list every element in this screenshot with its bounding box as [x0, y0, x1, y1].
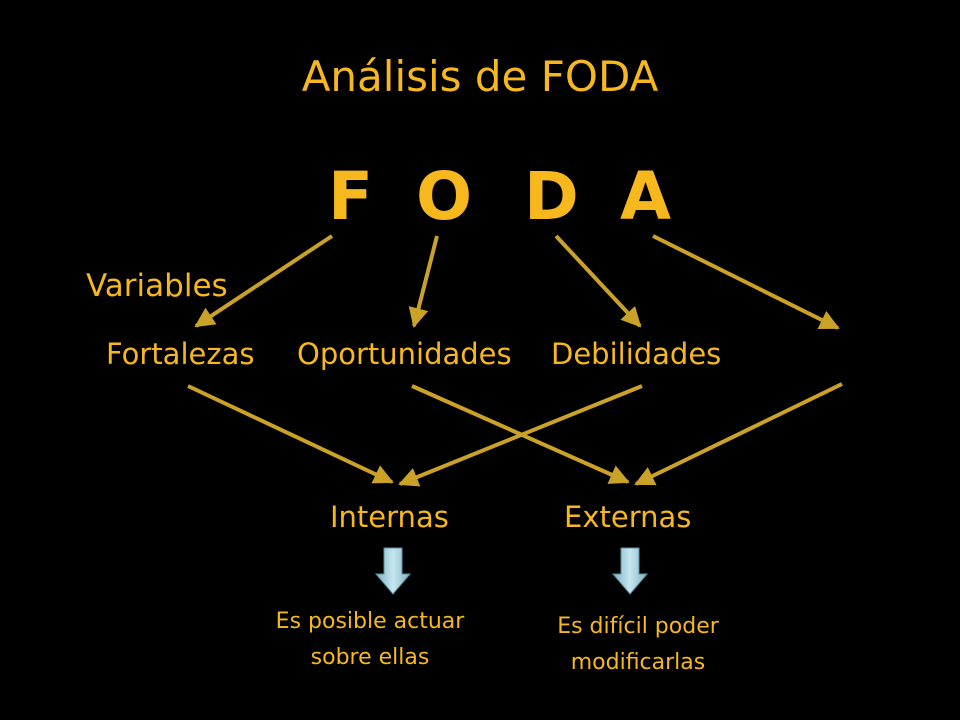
arrow-amenazas-to-externas: [634, 382, 843, 486]
note-externas-line2: modificarlas: [570, 650, 706, 675]
variable-oportunidades: Oportunidades: [297, 337, 512, 371]
arrow-a-to-amenazas: [652, 234, 840, 330]
variables-label: Variables: [86, 268, 228, 304]
note-internas-line2: sobre ellas: [310, 645, 430, 670]
down-arrow-externas: [611, 547, 649, 595]
letter-d: D: [524, 158, 579, 235]
arrow-oportunidades-to-externas: [411, 384, 630, 484]
variable-debilidades: Debilidades: [551, 337, 722, 371]
letter-o: O: [416, 158, 473, 235]
down-arrow-internas: [374, 547, 412, 595]
category-externas: Externas: [564, 500, 692, 534]
arrow-fortalezas-to-internas: [187, 384, 394, 484]
note-externas: Es difícil poder modificarlas: [508, 609, 768, 681]
arrow-o-to-oportunidades: [408, 235, 439, 328]
category-internas: Internas: [330, 500, 449, 534]
note-internas-line1: Es posible actuar: [275, 609, 465, 634]
note-internas: Es posible actuar sobre ellas: [240, 604, 500, 676]
variable-fortalezas: Fortalezas: [106, 337, 255, 371]
arrow-d-to-debilidades: [554, 234, 642, 328]
page-title: Análisis de FODA: [301, 52, 659, 101]
letter-f: F: [328, 158, 374, 235]
letter-a: A: [620, 158, 672, 235]
note-externas-line1: Es difícil poder: [557, 614, 719, 639]
arrow-f-to-fortalezas: [194, 234, 334, 328]
